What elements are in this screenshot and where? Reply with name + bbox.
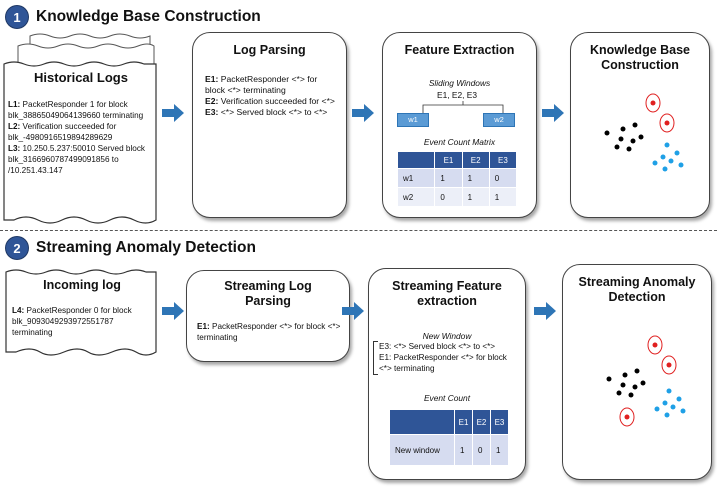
table-row: w1 1 1 0 [396,168,518,188]
feature-extraction-box: Feature Extraction Sliding Windows E1, E… [382,32,537,218]
new-window-label: New Window [422,331,472,341]
table-row: New window 1 0 1 [388,434,510,466]
arrow-right-icon [534,302,556,320]
matrix-cell: 0 [434,187,463,207]
streaming-feature-box: Streaming Feature extraction New Window … [368,268,526,480]
matrix-cell: 1 [461,187,490,207]
window-w1: w1 [397,113,429,127]
section2-title: Streaming Anomaly Detection [36,239,256,256]
historical-log-line-1: L1: PacketResponder 1 for block blk_3886… [8,100,144,120]
incoming-log-content: Incoming log L4: PacketResponder 0 for b… [12,278,152,338]
matrix-cell: 1 [461,168,490,188]
count-header: E2 [472,409,491,435]
window-bracket [373,341,378,375]
kb-construction-box: Knowledge Base Construction [570,32,710,218]
count-header: E3 [489,409,510,435]
arrow-right-icon [162,302,184,320]
matrix-header [396,151,436,169]
kb-cluster-plot [604,93,684,172]
matrix-header: E2 [461,151,490,169]
count-header [388,409,456,435]
historical-logs-title: Historical Logs [34,70,128,85]
streaming-log-parsing-title: Streaming Log Parsing [224,279,312,308]
matrix-cell: 0 [488,168,518,188]
matrix-cell: 1 [488,187,518,207]
new-window-line: <*> terminating [379,364,435,373]
streaming-log-parsing-box: Streaming Log Parsing E1: PacketResponde… [186,270,350,362]
window-w2: w2 [483,113,515,127]
matrix-header: E1 [434,151,463,169]
sliding-windows-label: Sliding Windows [428,78,491,88]
matrix-cell: 1 [434,168,463,188]
event-count-matrix: E1 E2 E3 w1 1 1 0 w2 0 1 1 [396,151,518,207]
count-cell: 0 [472,434,491,466]
new-window-line: E1: PacketResponder <*> for block [379,353,507,362]
matrix-cell: w1 [396,168,436,188]
event-count-table: E1 E2 E3 New window 1 0 1 [388,409,510,466]
arrow-right-icon [342,302,364,320]
historical-log-line-2: L2: Verification succeeded for blk_-4980… [8,122,117,142]
section1-title: Knowledge Base Construction [36,8,261,25]
arrow-right-icon [352,104,374,122]
incoming-log-title: Incoming log [43,278,121,292]
table-row: w2 0 1 1 [396,187,518,207]
event-count-label: Event Count [423,393,471,403]
window-brackets [422,101,504,113]
streaming-log-event: E1: PacketResponder <*> for block <*> te… [197,322,341,342]
matrix-cell: w2 [396,187,436,207]
section1-number: 1 [6,6,28,28]
count-cell: 1 [489,434,510,466]
historical-logs-content: Historical Logs L1: PacketResponder 1 fo… [8,70,154,176]
count-cell: 1 [454,434,474,466]
incoming-log-line: L4: PacketResponder 0 for block blk_9093… [12,306,132,337]
log-event-2: E2: Verification succeeded for <*> [205,96,335,106]
feature-extraction-title: Feature Extraction [404,43,515,57]
streaming-feature-title: Streaming Feature extraction [392,279,502,308]
anomaly-cluster-plot [606,335,686,427]
event-count-matrix-label: Event Count Matrix [423,137,496,147]
kb-construction-title: Knowledge Base Construction [589,43,691,72]
count-cell: New window [388,434,456,466]
streaming-anomaly-box: Streaming Anomaly Detection [562,264,712,480]
matrix-header: E3 [488,151,518,169]
events-label: E1, E2, E3 [437,90,478,100]
section2-number: 2 [6,237,28,259]
log-event-1: E1: PacketResponder <*> for block <*> te… [205,74,318,95]
arrow-right-icon [542,104,564,122]
incoming-log-shape [5,269,157,356]
new-window-line: E3: <*> Served block <*> to <*> [379,342,496,351]
log-parsing-box: Log Parsing E1: PacketResponder <*> for … [192,32,347,218]
new-window-lines: E3: <*> Served block <*> to <*> E1: Pack… [379,341,521,374]
section2-header: 2 Streaming Anomaly Detection [6,237,256,259]
log-event-3: E3: <*> Served block <*> to <*> [205,107,328,117]
arrow-right-icon [162,104,184,122]
streaming-anomaly-title: Streaming Anomaly Detection [578,275,696,304]
section-divider [0,230,717,231]
log-parsing-title: Log Parsing [233,43,306,57]
historical-logs-stack [3,33,157,224]
count-header: E1 [454,409,474,435]
historical-log-line-3: L3: 10.250.5.237:50010 Served block blk_… [8,144,146,175]
section1-header: 1 Knowledge Base Construction [6,6,261,28]
